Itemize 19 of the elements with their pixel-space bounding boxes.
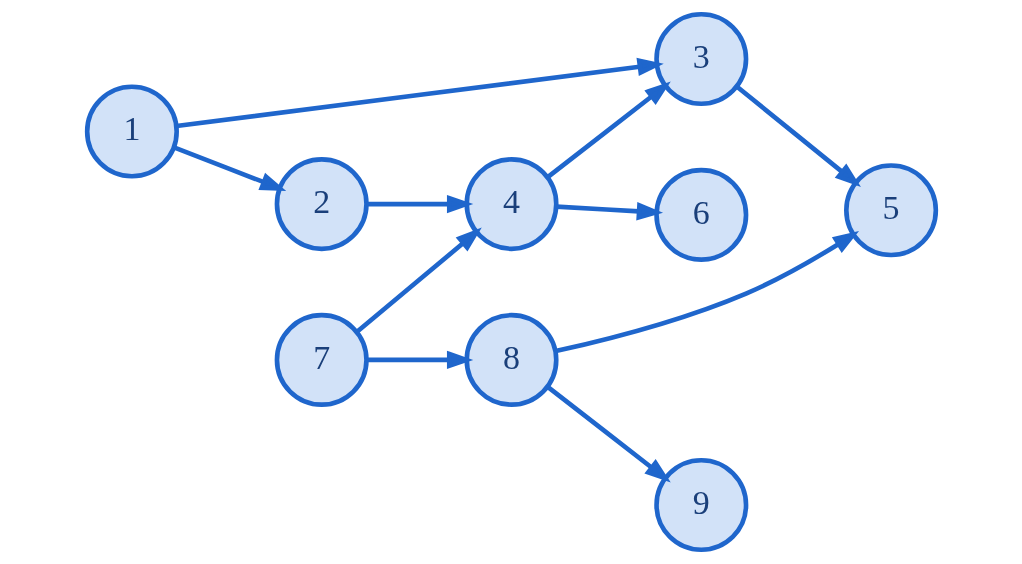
node-circle: 8 <box>463 312 559 407</box>
node-circle: 9 <box>653 457 748 553</box>
node-circle: 3 <box>653 11 748 107</box>
arrow <box>735 84 861 188</box>
arrow <box>545 81 671 179</box>
node-circle: 7 <box>274 312 369 407</box>
arrow <box>545 385 671 483</box>
node-circle: 4 <box>463 157 559 252</box>
arrow <box>175 57 664 129</box>
arrow <box>555 202 663 221</box>
arrow <box>355 227 482 334</box>
node-circle: 6 <box>653 167 748 262</box>
arrow <box>172 145 286 191</box>
node-circle: 2 <box>274 157 369 252</box>
arrow <box>366 194 473 214</box>
arrow <box>554 231 859 354</box>
node-circle: 1 <box>84 84 179 179</box>
arrow <box>366 350 473 370</box>
node-circle: 5 <box>843 163 938 258</box>
